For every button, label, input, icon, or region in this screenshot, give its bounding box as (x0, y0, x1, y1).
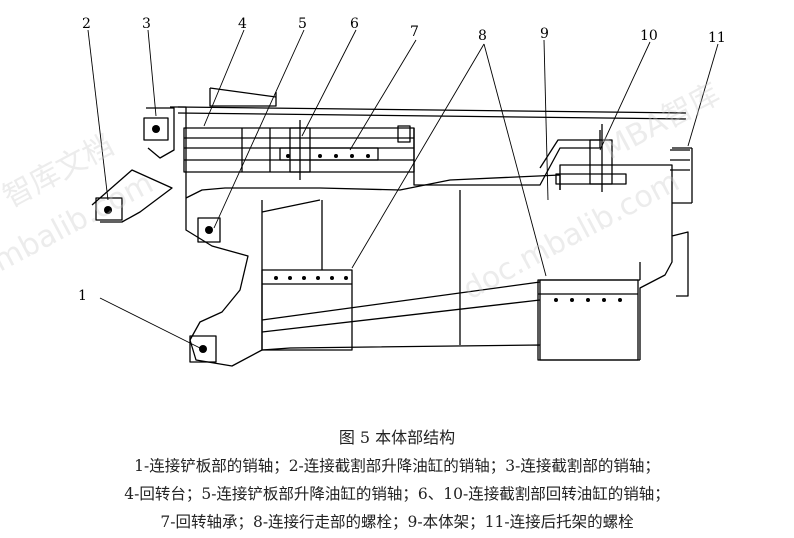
bolt-group-rear (537, 279, 639, 361)
callout-9: 9 (540, 26, 549, 42)
structure-diagram: 1 2 3 4 5 6 7 8 9 10 11 mbalib.com doc.m… (0, 16, 726, 367)
rear-bolts (670, 149, 690, 171)
legend-line-2: 4-回转台；5-连接铲板部升降油缸的销轴；6、10-连接截割部回转油缸的销轴； (124, 485, 670, 503)
callout-6: 6 (350, 16, 359, 32)
pin-1-boss (189, 335, 217, 363)
callout-numbers: 1 2 3 4 5 6 7 8 9 10 11 (78, 16, 726, 304)
callout-8: 8 (478, 28, 487, 44)
pin-10 (555, 124, 627, 192)
callout-7: 7 (410, 24, 419, 40)
arm-3 (143, 107, 175, 159)
bolt-group-front (261, 269, 353, 351)
watermark: mbalib.com doc.mbalib.com 智库文档 MBA智库 (0, 77, 726, 308)
pin-6 (289, 120, 311, 180)
callout-11: 11 (708, 30, 726, 46)
callout-3: 3 (142, 16, 151, 32)
leader-lines (87, 29, 719, 349)
rotary-bearing (279, 147, 379, 161)
figure-title: 图 5 本体部结构 (338, 428, 456, 447)
watermark-text-4: MBA智库 (597, 77, 726, 168)
pin-details (104, 125, 213, 353)
callout-1: 1 (78, 288, 87, 304)
callout-2: 2 (82, 16, 91, 32)
legend-line-1: 1-连接铲板部的销轴；2-连接截割部升降油缸的销轴；3-连接截割部的销轴； (134, 457, 660, 475)
bolt-dots (274, 154, 622, 302)
legend-line-3: 7-回转轴承；8-连接行走部的螺栓；9-本体架；11-连接后托架的螺栓 (160, 513, 634, 531)
callout-4: 4 (238, 16, 247, 32)
pin-5-boss (197, 217, 221, 243)
arm-2 (91, 169, 173, 223)
callout-10: 10 (640, 28, 658, 44)
callout-5: 5 (298, 16, 307, 32)
body-frame (185, 147, 693, 367)
